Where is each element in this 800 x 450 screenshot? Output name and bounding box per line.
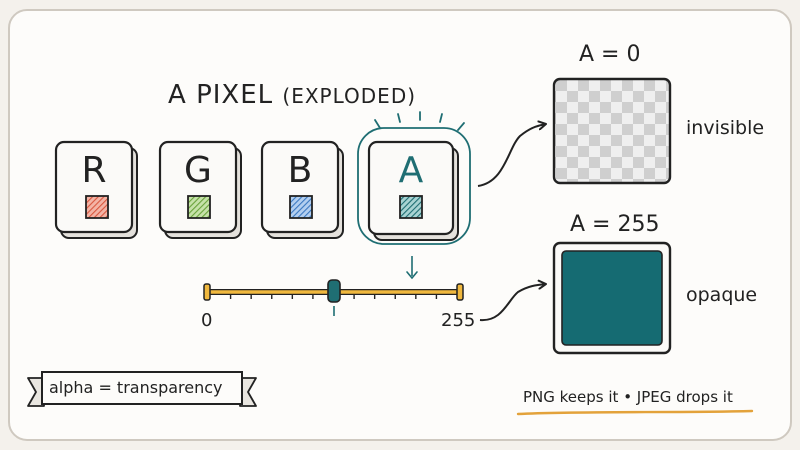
slider-min-label: 0 — [201, 310, 213, 331]
slider-handle[interactable] — [327, 279, 341, 303]
title-suffix: (EXPLODED) — [282, 84, 417, 108]
title-lead-letter: A — [168, 80, 187, 110]
transparent-description: invisible — [686, 117, 765, 139]
highlight-ring — [357, 127, 471, 245]
opaque-swatch — [552, 241, 672, 355]
channel-label-g: G — [184, 150, 212, 191]
channel-tile-a — [357, 111, 471, 245]
channel-swatch-b — [289, 195, 313, 219]
footer-text: PNG keeps it • JPEG drops it — [523, 388, 733, 406]
channel-label-a: A — [398, 150, 424, 191]
channel-tile-b — [260, 140, 344, 239]
emphasis-rays — [374, 111, 465, 131]
channel-label-b: B — [287, 150, 313, 191]
alpha-slider — [203, 279, 464, 316]
arrow-to-opaque — [479, 279, 547, 322]
channel-swatch-g — [187, 195, 211, 219]
opaque-description: opaque — [686, 284, 758, 306]
channel-label-r: R — [81, 150, 107, 191]
opaque-heading: A = 255 — [570, 212, 660, 237]
channel-swatch-r — [85, 195, 109, 219]
channel-swatch-a — [399, 195, 423, 219]
diagram-title: A PIXEL (EXPLODED) — [168, 80, 416, 110]
title-lead-word: PIXEL — [196, 80, 274, 110]
transparent-swatch — [552, 77, 672, 185]
arrow-to-transparent — [477, 120, 547, 187]
transparent-heading: A = 0 — [579, 42, 641, 67]
slider-max-label: 255 — [441, 310, 476, 331]
ribbon-banner — [27, 371, 257, 407]
channel-tile-r — [54, 140, 138, 239]
footer-underline — [516, 409, 754, 416]
channel-tile-g — [158, 140, 242, 239]
banner-text: alpha = transparency — [49, 378, 223, 397]
